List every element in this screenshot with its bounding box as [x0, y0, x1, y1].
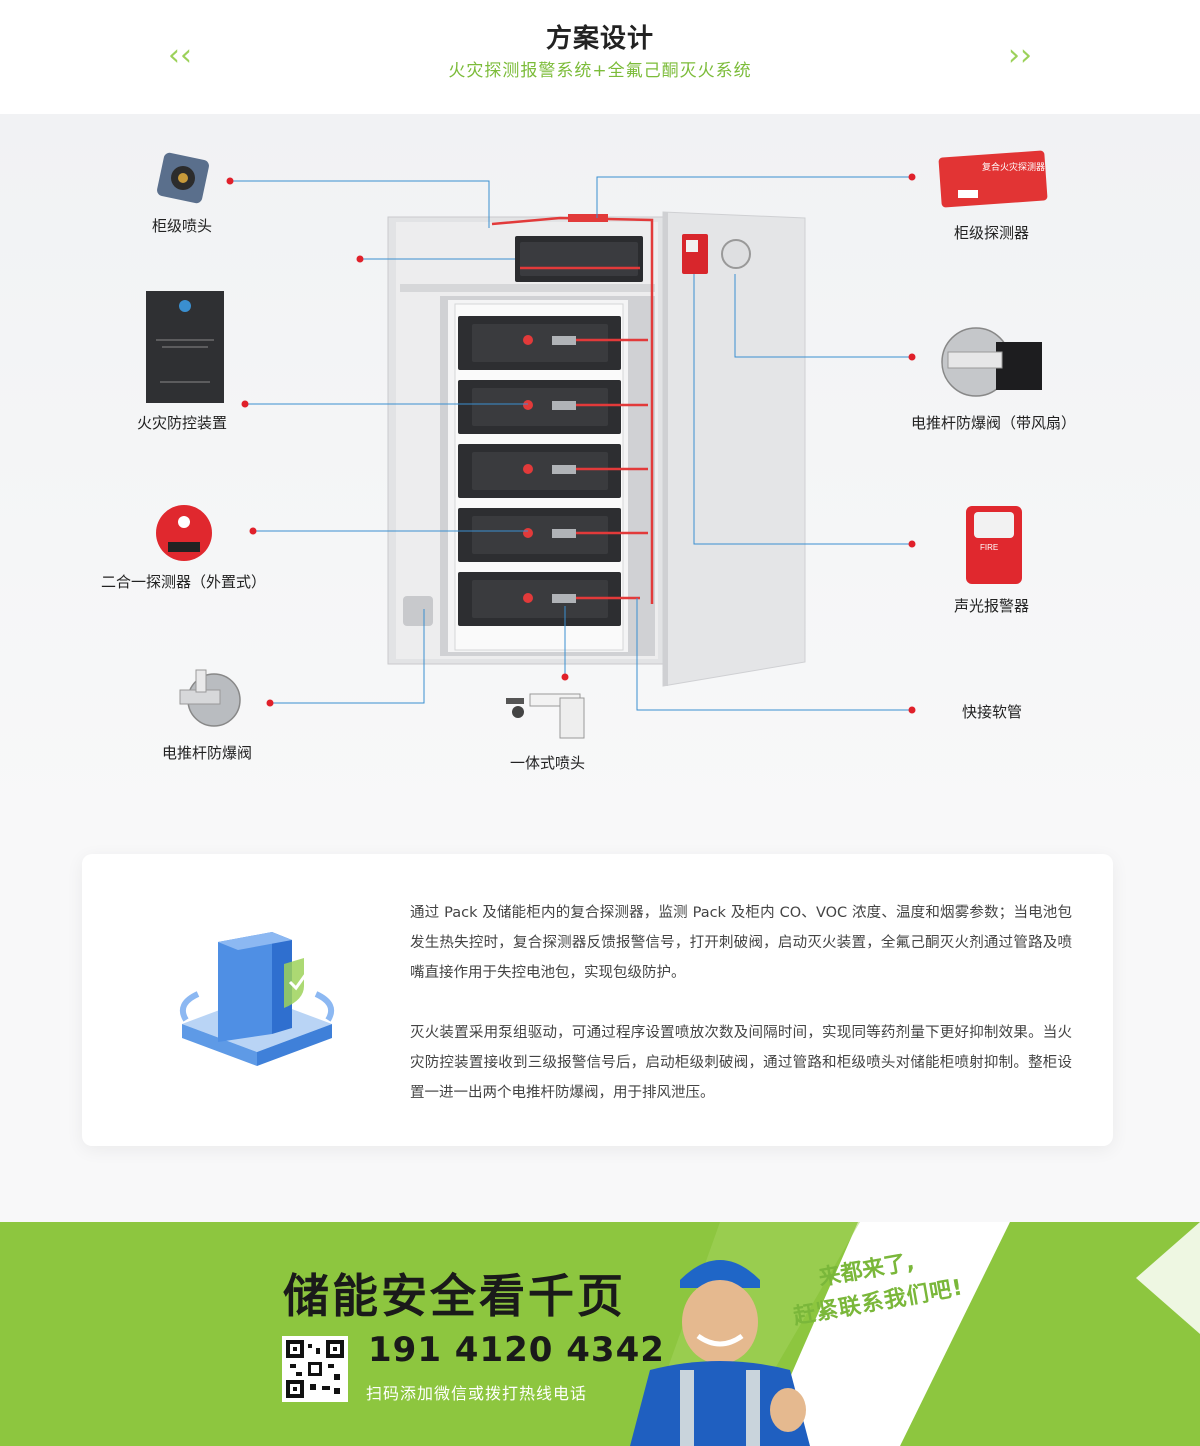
system-diagram: 复合火灾探测器 FIRE 柜级喷头 火灾防控装置 二合一探测器（外置式） 电推杆… [0, 114, 1200, 834]
door-devices [403, 234, 751, 626]
cabinet-shield-icon [180, 932, 334, 1066]
info-paragraph-1: 通过 Pack 及储能柜内的复合探测器，监测 Pack 及柜内 CO、VOC 浓… [410, 905, 1072, 981]
contact-hint: 扫码添加微信或拨打热线电话 [366, 1384, 588, 1403]
fire-pipe [491, 214, 654, 604]
battery-packs [458, 316, 648, 626]
wechat-qr-code[interactable] [282, 1336, 348, 1402]
label-two-in-one-detector: 二合一探测器（外置式） [101, 573, 267, 591]
info-card: 通过 Pack 及储能柜内的复合探测器，监测 Pack 及柜内 CO、VOC 浓… [82, 854, 1113, 1146]
label-pusher-valve-fan: 电推杆防爆阀（带风扇） [911, 414, 1077, 432]
label-pusher-valve: 电推杆防爆阀 [162, 744, 253, 762]
integrated-nozzle-icon [506, 693, 585, 739]
label-integrated-nozzle: 一体式喷头 [510, 754, 586, 772]
sound-light-alarm-icon: FIRE [966, 506, 1022, 584]
cabinet-illustration: 复合火灾探测器 FIRE [146, 150, 1048, 739]
banner-slogan: 储能安全看千页 [283, 1269, 626, 1323]
label-sound-light-alarm: 声光报警器 [954, 597, 1030, 615]
info-paragraph-2: 灭火装置采用泵组驱动，可通过程序设置喷放次数及间隔时间，实现同等药剂量下更好抑制… [410, 1025, 1072, 1101]
contact-banner: 储能安全看千页 191 4120 4342 扫码添加微信或拨打热线电话 来都来了… [0, 1222, 1200, 1446]
label-fire-control-device: 火灾防控装置 [137, 414, 228, 432]
qr-code-icon [286, 1340, 344, 1398]
section-header: ‹‹ 方案设计 火灾探测报警系统+全氟己酮灭火系统 ›› [0, 0, 1200, 114]
page-subtitle: 火灾探测报警系统+全氟己酮灭火系统 [448, 61, 752, 81]
page-title: 方案设计 [545, 24, 654, 54]
pusher-valve-fan-icon [941, 327, 1042, 397]
label-cabinet-sprinkler: 柜级喷头 [152, 217, 213, 235]
cabinet-detector-icon: 复合火灾探测器 [938, 150, 1048, 208]
next-arrow-icon[interactable]: ›› [1008, 38, 1032, 73]
hotline-number[interactable]: 191 4120 4342 [368, 1330, 665, 1370]
two-in-one-detector-icon [156, 505, 212, 561]
pusher-valve-icon [179, 669, 241, 727]
prev-arrow-icon[interactable]: ‹‹ [168, 38, 192, 73]
fire-control-device-icon [146, 291, 224, 403]
leader-lines [230, 176, 912, 711]
worker-avatar [630, 1260, 810, 1446]
label-quick-hose: 快接软管 [962, 703, 1023, 721]
leader-dots [226, 173, 916, 714]
label-cabinet-detector: 柜级探测器 [954, 224, 1030, 242]
detector-plate-text: 复合火灾探测器 [982, 161, 1045, 172]
info-description: 通过 Pack 及储能柜内的复合探测器，监测 Pack 及柜内 CO、VOC 浓… [410, 898, 1072, 1108]
alarm-fire-text: FIRE [980, 543, 998, 552]
cabinet-sprinkler-icon [157, 152, 209, 204]
